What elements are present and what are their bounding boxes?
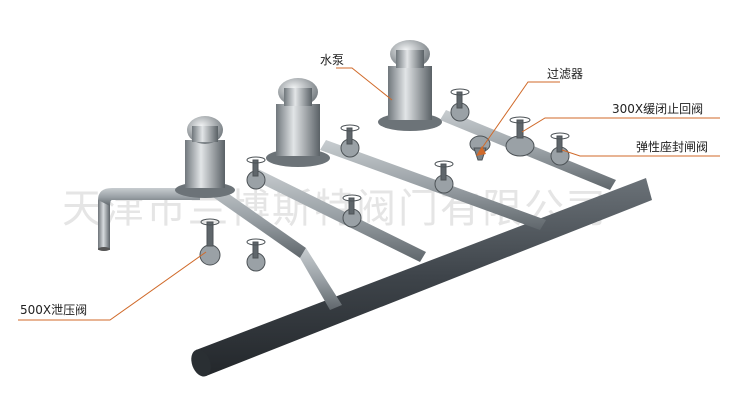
valve-gate-f	[434, 160, 454, 194]
leader-gate-valve	[561, 149, 720, 157]
leader-filter	[481, 81, 560, 149]
pump-2	[266, 78, 330, 167]
leader-lines	[18, 67, 720, 321]
valve-gate-g	[550, 132, 570, 166]
label-relief-valve: 500X泄压阀	[20, 303, 87, 317]
branch-pipes	[200, 110, 616, 310]
inlet-pipe	[98, 188, 200, 251]
valve-gate-c	[340, 124, 360, 158]
label-gate-valve: 弹性座封闸阀	[636, 139, 708, 154]
leader-arrowhead	[476, 146, 486, 156]
leader-check-valve	[521, 117, 720, 133]
label-check-valve: 300X缓闭止回阀	[612, 102, 703, 116]
valve-gate-d	[342, 194, 362, 228]
valve-gate-a	[246, 238, 266, 272]
filter	[469, 135, 491, 161]
valve-gate-e	[450, 88, 470, 122]
pump-1	[175, 116, 235, 198]
label-pump: 水泵	[320, 53, 344, 67]
leader-pump	[336, 67, 393, 101]
valves	[199, 88, 570, 272]
valve-check	[505, 116, 535, 157]
pump-3	[378, 40, 442, 131]
valve-relief	[199, 218, 221, 266]
label-filter: 过滤器	[547, 67, 583, 81]
valve-gate-b	[246, 156, 266, 190]
leader-relief-valve	[18, 251, 207, 321]
